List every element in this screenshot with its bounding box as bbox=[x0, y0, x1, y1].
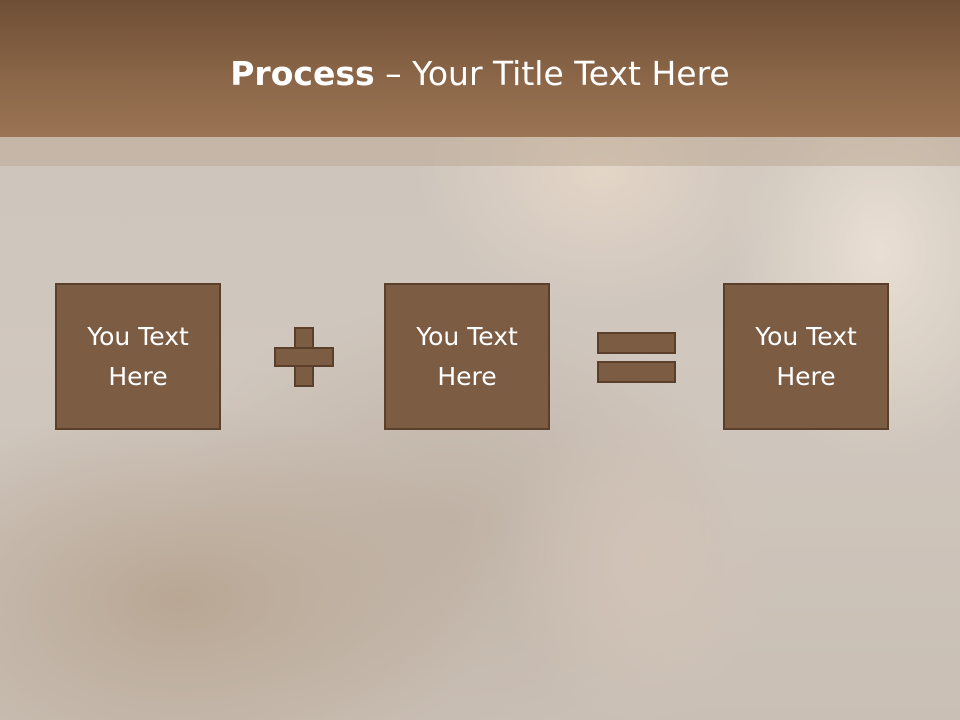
process-box-2-text: You Text Here bbox=[416, 321, 518, 391]
process-box-2[interactable]: You Text Here bbox=[384, 283, 550, 430]
title-banner bbox=[0, 0, 960, 137]
slide-title: Process – Your Title Text Here bbox=[0, 52, 960, 96]
process-box-3[interactable]: You Text Here bbox=[723, 283, 889, 430]
title-bold: Process bbox=[230, 54, 375, 93]
equals-icon-top-bar bbox=[597, 332, 676, 354]
plus-icon bbox=[274, 327, 334, 387]
process-box-1-text: You Text Here bbox=[87, 321, 189, 391]
title-rest: – Your Title Text Here bbox=[374, 54, 730, 93]
process-box-1[interactable]: You Text Here bbox=[55, 283, 221, 430]
equals-icon-bottom-bar bbox=[597, 361, 676, 383]
process-box-3-text: You Text Here bbox=[755, 321, 857, 391]
title-banner-strip bbox=[0, 137, 960, 166]
